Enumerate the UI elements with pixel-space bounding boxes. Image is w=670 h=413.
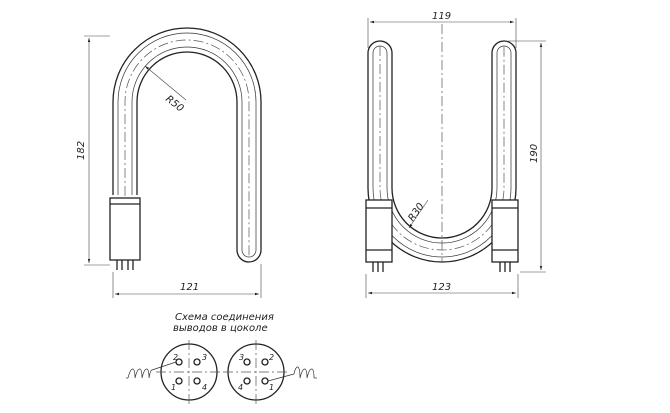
- left-tube-outer: [112, 27, 262, 263]
- left-pin-circle: [151, 340, 222, 404]
- left-pin-label-0: 2: [173, 353, 178, 362]
- right-tube-outer: [367, 40, 517, 263]
- right-pin-label-3: 1: [269, 383, 274, 392]
- scheme-title-line2: выводов в цоколе: [173, 323, 268, 334]
- right-socket-right: [491, 199, 519, 272]
- left-pin-label-3: 4: [202, 383, 207, 392]
- right-pin-label-2: 4: [238, 383, 243, 392]
- left-socket: [109, 197, 141, 261]
- left-width-label: 121: [180, 282, 199, 293]
- left-radius-leader: [144, 65, 187, 101]
- right-bottom-width-label: 123: [432, 282, 451, 293]
- right-coil: [293, 366, 317, 379]
- right-lamp-view: R30 119 190 123: [365, 11, 546, 298]
- right-pin-label-0: 3: [239, 353, 244, 362]
- connection-scheme: Схема соединения выводов в цоколе 2 3 1 …: [126, 312, 317, 404]
- right-tube-centerline: [379, 46, 505, 251]
- left-pin-label-1: 3: [202, 353, 207, 362]
- left-tube-inner: [117, 32, 257, 258]
- right-radius-label: R30: [406, 201, 426, 223]
- right-radius-leader: [408, 199, 429, 229]
- scheme-title-line1: Схема соединения: [175, 312, 274, 323]
- right-pin-label-1: 2: [269, 353, 274, 362]
- left-pin-label-2: 1: [171, 383, 176, 392]
- left-lamp-view: R50 182 121: [76, 27, 262, 298]
- right-height-label: 190: [529, 144, 540, 163]
- right-top-width-label: 119: [432, 11, 451, 22]
- left-coil: [126, 368, 153, 379]
- right-pin-circle: [223, 340, 295, 404]
- left-socket-pins: [116, 260, 134, 270]
- left-height-label: 182: [76, 141, 87, 160]
- left-centerline: [124, 39, 250, 258]
- right-socket-left: [365, 199, 393, 272]
- right-tube-inner: [372, 45, 512, 258]
